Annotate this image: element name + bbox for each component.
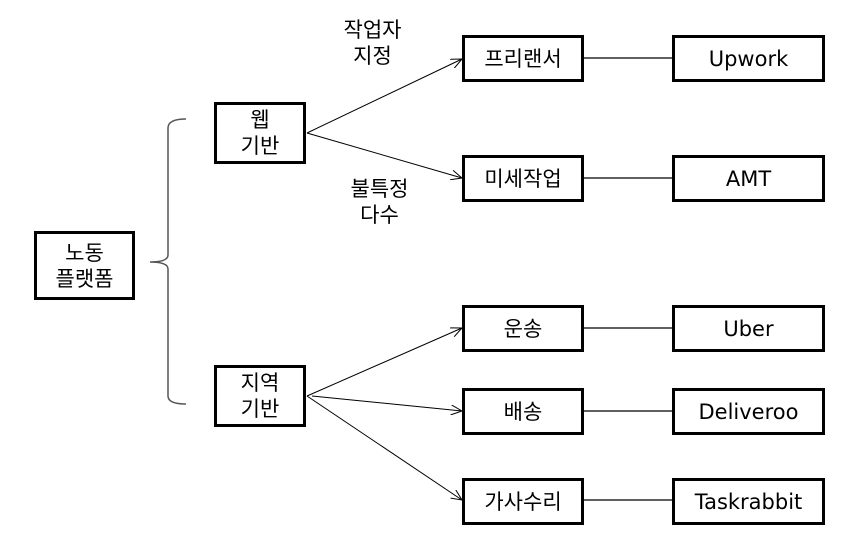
root-node-labor-platform: 노동 플랫폼 — [34, 231, 135, 300]
example-node-amt: AMT — [672, 155, 825, 202]
edge-label-crowd-line1: 불특정 — [350, 177, 409, 201]
type-node-housework: 가사수리 — [462, 478, 584, 525]
category-web-line2: 기반 — [240, 134, 280, 158]
grouping-brace — [149, 118, 187, 405]
arrow-web-to-microtask — [306, 132, 462, 178]
example-label: Deliveroo — [698, 399, 799, 424]
example-label: Upwork — [708, 46, 789, 71]
category-local-line1: 지역 — [240, 371, 280, 395]
type-node-microtask: 미세작업 — [462, 155, 584, 202]
arrow-local-to-delivery — [311, 395, 462, 411]
root-line2: 플랫폼 — [55, 266, 114, 291]
type-label: 배송 — [503, 399, 543, 424]
category-node-web: 웹 기반 — [214, 102, 306, 164]
category-local-line2: 기반 — [240, 397, 280, 421]
arrow-local-to-housework — [306, 395, 462, 500]
example-node-upwork: Upwork — [672, 35, 825, 82]
edge-label-assigned-worker: 작업자 지정 — [325, 17, 420, 69]
arrow-local-to-transport — [306, 328, 462, 397]
type-label: 가사수리 — [484, 489, 562, 514]
edge-label-assigned-line2: 지정 — [353, 44, 392, 68]
root-line1: 노동 — [65, 240, 104, 265]
arrow-web-to-freelancer — [306, 59, 462, 134]
edge-label-crowd-line2: 다수 — [360, 203, 399, 227]
example-label: AMT — [725, 166, 772, 191]
type-label: 운송 — [503, 316, 543, 341]
type-label: 미세작업 — [484, 166, 562, 191]
example-node-deliveroo: Deliveroo — [672, 388, 825, 435]
example-node-taskrabbit: Taskrabbit — [672, 478, 825, 525]
category-node-local: 지역 기반 — [214, 365, 306, 427]
edge-label-crowd: 불특정 다수 — [332, 176, 427, 228]
example-label: Uber — [723, 316, 774, 341]
type-node-transport: 운송 — [462, 305, 584, 352]
example-label: Taskrabbit — [694, 489, 803, 514]
type-node-freelancer: 프리랜서 — [462, 35, 584, 82]
category-web-line1: 웹 — [250, 108, 270, 132]
type-label: 프리랜서 — [484, 46, 562, 71]
example-node-uber: Uber — [672, 305, 825, 352]
edge-label-assigned-line1: 작업자 — [343, 18, 402, 42]
type-node-delivery: 배송 — [462, 388, 584, 435]
